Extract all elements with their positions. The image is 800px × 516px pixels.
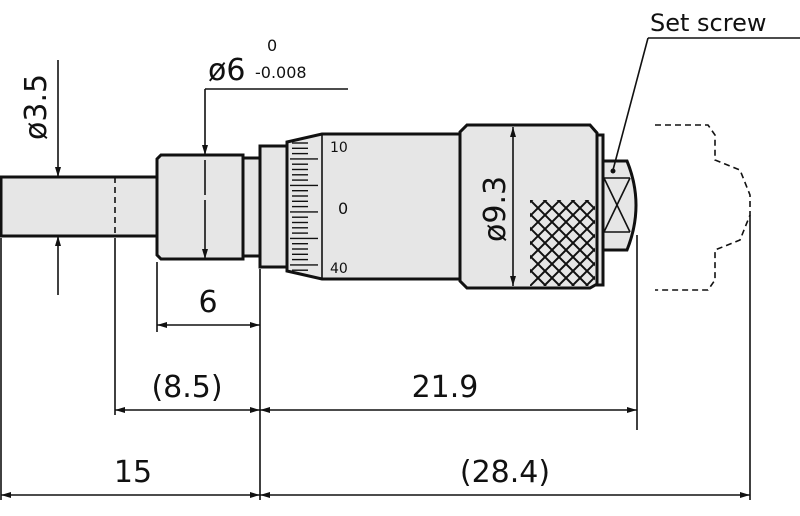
spindle — [0, 175, 159, 238]
spindle-diameter-dimension: ø3.5 — [19, 60, 61, 295]
ratchet-ghost-outline — [655, 124, 751, 291]
knurl-line — [571, 261, 595, 286]
scale-mark-40: 40 — [330, 261, 348, 277]
knurl-line — [628, 186, 728, 286]
knurl-line — [530, 200, 562, 232]
set-screw-label: Set screw — [650, 9, 766, 37]
spindle-diameter-label: ø3.5 — [19, 74, 54, 140]
set-screw-callout: Set screw — [610, 9, 800, 174]
knurl-line — [530, 212, 595, 281]
knurl-line — [628, 186, 728, 286]
dimension-28-4-label: (28.4) — [460, 455, 550, 490]
knurl-line — [530, 226, 589, 286]
knurl-line — [530, 254, 561, 286]
dimension-21-9: 21.9 — [260, 370, 637, 413]
dimension-6: 6 — [157, 285, 260, 328]
dimension-15: 15 — [1, 455, 260, 498]
dimension-6-label: 6 — [198, 285, 217, 320]
dimension-8-5: (8.5) — [115, 370, 260, 413]
dimension-15-label: 15 — [114, 455, 152, 490]
dimension-28-4: (28.4) — [260, 455, 750, 498]
thimble: 10 0 40 — [285, 132, 462, 281]
ratchet-knob — [458, 123, 728, 290]
knurl-line — [530, 200, 595, 267]
knurl-line — [570, 200, 595, 225]
dimension-21-9-label: 21.9 — [412, 370, 479, 405]
knurl-line — [530, 200, 548, 218]
knurl-line — [530, 240, 575, 286]
set-screw-cap — [601, 159, 638, 252]
dimension-8-5-label: (8.5) — [151, 370, 222, 405]
sleeve — [155, 144, 289, 269]
sleeve-tolerance-lower: -0.008 — [255, 63, 307, 82]
knurl-line — [584, 200, 595, 211]
knurl-line — [556, 200, 595, 239]
thimble-diameter-label: ø9.3 — [478, 176, 513, 242]
thimble-diameter-dimension: ø9.3 — [478, 127, 516, 286]
knurl-line — [557, 247, 595, 286]
sleeve-diameter-label: ø6 — [208, 53, 245, 88]
sleeve-tolerance-upper: 0 — [267, 36, 277, 55]
knurl-line — [542, 200, 595, 253]
sleeve-diameter-dimension: ø6 0 -0.008 — [202, 36, 348, 259]
scale-mark-10: 10 — [330, 140, 348, 156]
thimble-scale-ticks — [290, 142, 318, 271]
scale-mark-0: 0 — [338, 199, 348, 218]
knurl-pattern — [530, 186, 728, 286]
extension-lines — [0, 215, 751, 500]
